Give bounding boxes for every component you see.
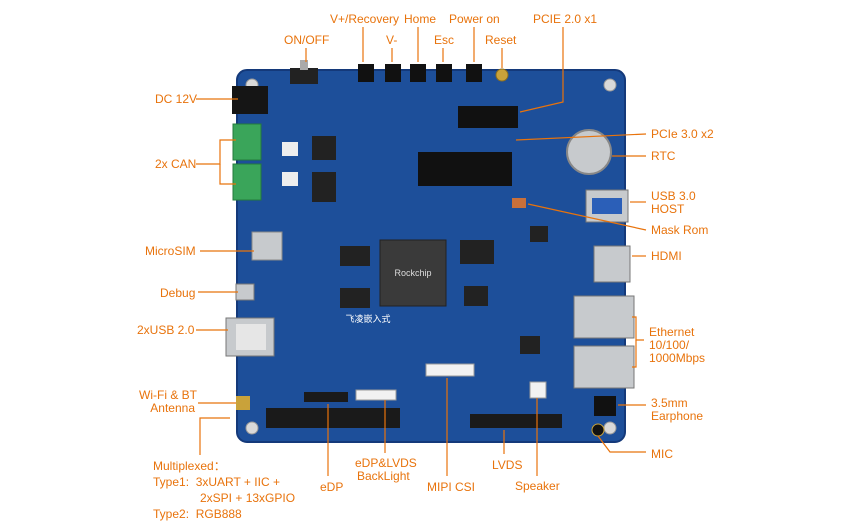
edp-header xyxy=(304,392,348,402)
label-v-plus-recovery: V+/Recovery xyxy=(330,12,400,26)
mount-hole xyxy=(603,421,617,435)
onoff-switch-knob xyxy=(300,60,308,70)
label-reset: Reset xyxy=(485,33,517,47)
rtc-battery xyxy=(566,129,612,175)
pcie30-slot xyxy=(418,152,512,186)
leader-line xyxy=(519,27,564,113)
leader-line xyxy=(199,417,230,455)
label-rtc: RTC xyxy=(651,149,676,163)
label-debug: Debug xyxy=(160,286,196,300)
leader-line xyxy=(632,340,637,368)
microsim-slot xyxy=(251,231,283,261)
usb20-port-inner xyxy=(236,324,266,350)
label-can: 2x CAN xyxy=(155,157,197,171)
label-pcie20: PCIE 2.0 x1 xyxy=(533,12,598,26)
board-brand: 飞凌嵌入式 xyxy=(345,313,390,325)
label-microsim: MicroSIM xyxy=(145,244,196,258)
label-home: Home xyxy=(404,12,437,26)
leader-line xyxy=(515,133,647,141)
ethernet-port xyxy=(573,345,635,389)
memory-chip xyxy=(340,246,370,266)
label-type1-line1: Type1: 3xUART + IIC + xyxy=(153,475,280,489)
label-multiplexed: Multiplexed： xyxy=(153,459,226,473)
label-speaker: Speaker xyxy=(515,479,560,493)
button-power xyxy=(466,64,482,82)
lvds-header xyxy=(470,414,562,428)
ethernet-port xyxy=(573,295,635,339)
mipi-csi-connector xyxy=(425,363,475,377)
ic-chip xyxy=(282,142,298,156)
onoff-switch xyxy=(290,68,318,84)
earphone-jack xyxy=(594,396,616,416)
hdmi-port xyxy=(593,245,631,283)
leader-line xyxy=(632,316,644,341)
label-type1-line2: 2xSPI + 13xGPIO xyxy=(200,491,296,505)
backlight-connector xyxy=(355,389,397,401)
button-reset xyxy=(495,68,509,82)
leader-line xyxy=(597,435,646,453)
label-ethernet-line3: 1000Mbps xyxy=(649,351,706,365)
label-wifi-line1: Wi-Fi & BT xyxy=(139,388,197,402)
button-vminus xyxy=(385,64,401,82)
dc-jack xyxy=(232,86,268,114)
leader-line xyxy=(196,139,236,165)
label-ethernet-line1: Ethernet xyxy=(649,325,695,339)
antenna-connector xyxy=(236,396,250,410)
mask-rom-pad xyxy=(512,198,526,208)
soc-chip-label: Rockchip xyxy=(394,268,431,278)
label-on-off: ON/OFF xyxy=(284,33,330,47)
label-edp-lvds-line2: BackLight xyxy=(357,469,410,483)
label-dc12v: DC 12V xyxy=(155,92,198,106)
label-v-minus: V- xyxy=(386,33,398,47)
label-power-on: Power on xyxy=(449,12,500,26)
ic-chip xyxy=(312,172,336,202)
label-ethernet-line2: 10/100/ xyxy=(649,338,690,352)
leader-line xyxy=(219,164,236,185)
mic-component xyxy=(591,423,605,437)
mount-hole xyxy=(245,421,259,435)
button-home xyxy=(410,64,426,82)
ic-chip xyxy=(282,172,298,186)
pcie20-slot xyxy=(458,106,518,128)
label-hdmi: HDMI xyxy=(651,249,682,263)
multiplexed-header xyxy=(266,408,400,428)
ic-chip xyxy=(520,336,540,354)
soc-chip xyxy=(379,239,447,307)
label-usb30-line2: HOST xyxy=(651,202,685,216)
label-edp: eDP xyxy=(320,480,344,494)
speaker-connector xyxy=(529,381,547,399)
label-mic: MIC xyxy=(651,447,673,461)
label-mask-rom: Mask Rom xyxy=(651,223,709,237)
usb30-port-inner xyxy=(592,198,622,214)
can-terminal xyxy=(232,163,262,201)
can-terminal xyxy=(232,123,262,161)
button-vplus xyxy=(358,64,374,82)
label-pcie30: PCIe 3.0 x2 xyxy=(651,127,714,141)
mount-hole xyxy=(603,78,617,92)
emmc-chip xyxy=(464,286,488,306)
memory-chip xyxy=(460,240,494,264)
label-earphone-line2: Earphone xyxy=(651,409,704,423)
button-esc xyxy=(436,64,452,82)
label-edp-lvds-line1: eDP&LVDS xyxy=(355,456,417,470)
label-type2: Type2: RGB888 xyxy=(153,507,242,521)
ic-chip xyxy=(312,136,336,160)
memory-chip xyxy=(340,288,370,308)
label-earphone-line1: 3.5mm xyxy=(651,396,688,410)
label-wifi-line2: Antenna xyxy=(150,401,195,415)
label-usb30-line1: USB 3.0 xyxy=(651,189,696,203)
label-mipi-csi: MIPI CSI xyxy=(427,480,476,494)
debug-port xyxy=(235,283,255,301)
label-lvds: LVDS xyxy=(492,458,523,472)
ic-chip xyxy=(530,226,548,242)
leader-line xyxy=(527,203,647,231)
label-esc: Esc xyxy=(434,33,455,47)
label-usb20: 2xUSB 2.0 xyxy=(137,323,195,337)
